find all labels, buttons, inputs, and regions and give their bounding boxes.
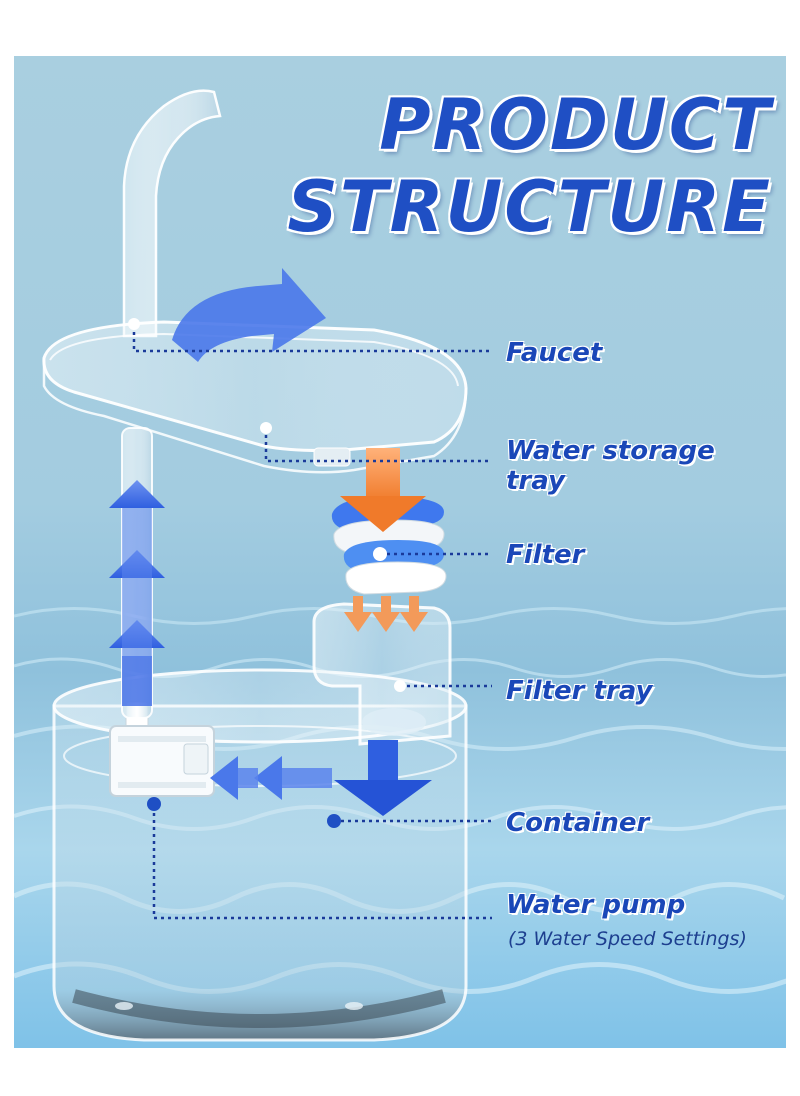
product-structure-diagram: PRODUCT STRUCTURE Faucet Water storage t… [14,56,786,1048]
filter [331,496,447,595]
flow-arrows-up [109,480,165,706]
label-water-storage-tray-line2: tray [506,466,565,496]
flow-arrows-left [210,756,332,800]
leader-lines [132,332,492,920]
faucet-spout [122,89,222,338]
flow-arrow-down-blue [334,740,432,816]
label-filter: Filter [506,540,585,570]
label-water-storage-tray-line1: Water storage [506,436,715,466]
label-filter-tray: Filter tray [506,676,653,706]
water-storage-tray [42,320,468,474]
flow-arrows-down-orange [340,448,428,632]
label-faucet: Faucet [506,338,603,368]
filter-tray [312,602,452,746]
title-line-2: STRUCTURE [287,166,772,248]
flow-arrow-curved [172,268,326,362]
leader-dots [128,318,406,828]
label-water-pump: Water pump [506,890,686,920]
label-water-pump-note: (3 Water Speed Settings) [508,928,747,950]
fountain-illustration [42,89,492,1042]
title-line-1: PRODUCT [379,84,772,166]
label-container: Container [506,808,650,838]
